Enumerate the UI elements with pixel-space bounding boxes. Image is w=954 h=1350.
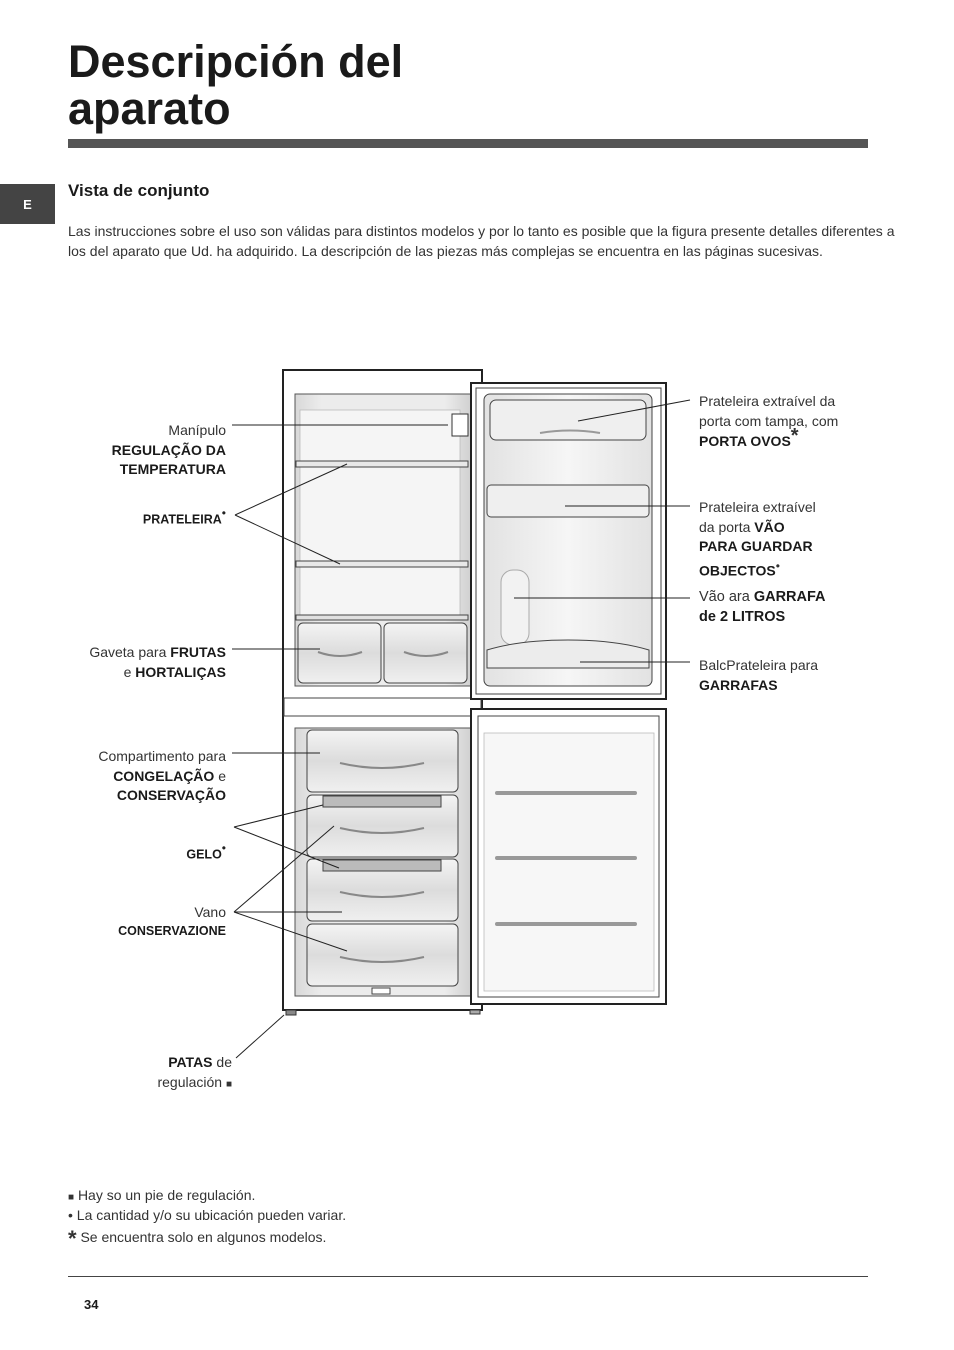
label-egg-shelf: Prateleira extraível da porta com tampa,…: [699, 392, 899, 452]
label-crisper-text1: Gaveta para: [89, 644, 171, 660]
bullet-marker: •: [68, 1207, 73, 1223]
asterisk-marker: *: [790, 425, 799, 447]
bullet-marker: •: [221, 506, 226, 520]
label-feet-text1: PATAS: [168, 1054, 213, 1070]
label-storage-text2: CONSERVAZIONE: [118, 923, 226, 938]
ice-tray-2: [322, 859, 442, 872]
label-thermostat-line1: Manípulo: [168, 422, 226, 438]
section-title: Vista de conjunto: [68, 181, 210, 200]
label-door-shelf-text5: OBJECTOS: [699, 562, 776, 579]
intro-paragraph: Las instrucciones sobre el uso son válid…: [68, 223, 895, 259]
label-freezer-text1: Compartimento para: [98, 748, 226, 764]
note-bullet-text: La cantidad y/o su ubicación pueden vari…: [76, 1207, 347, 1223]
note-bullet: • La cantidad y/o su ubicación pueden va…: [68, 1207, 346, 1223]
note-square-text: Hay so un pie de regulación.: [77, 1187, 256, 1203]
label-bottle-holder-text3: de 2 LITROS: [699, 608, 786, 625]
page-title: Descripción del aparato: [68, 38, 403, 132]
label-bottle-shelf-text1: BalcPrateleira para: [699, 657, 819, 673]
title-line-2: aparato: [68, 83, 231, 134]
note-square: ■ Hay so un pie de regulación.: [68, 1187, 255, 1203]
label-freezer-text2: CONGELAÇÃO: [113, 767, 215, 784]
title-line-1: Descripción del: [68, 36, 404, 87]
label-egg-shelf-text1: Prateleira extraível da: [699, 393, 836, 409]
label-crisper-text2: FRUTAS: [170, 644, 226, 660]
label-crisper-text4: HORTALIÇAS: [135, 663, 226, 680]
note-asterisk-text: Se encuentra solo en algunos modelos.: [80, 1229, 327, 1245]
leader-lines: [232, 399, 691, 1059]
note-asterisk: * Se encuentra solo en algunos modelos.: [68, 1222, 327, 1251]
label-thermostat-line2: REGULAÇÃO DA: [111, 441, 226, 458]
bullet-marker: •: [775, 558, 780, 573]
label-bottle-holder: Vão ara GARRAFA de 2 LITROS: [699, 588, 899, 627]
label-freezer: Compartimento para CONGELAÇÃO e CONSERVA…: [50, 747, 226, 806]
label-storage: Vano CONSERVAZIONE: [60, 903, 226, 940]
label-door-shelf-text1: Prateleira extraível: [699, 499, 816, 515]
label-crisper: Gaveta para FRUTAS e HORTALIÇAS: [50, 643, 226, 682]
label-bottle-holder-text2: GARRAFA: [753, 589, 826, 605]
label-shelves: PRATELEIRA•: [60, 506, 226, 528]
thermostat-knob: [451, 413, 469, 437]
label-ice-text: GELO: [186, 847, 222, 862]
title-divider: [68, 139, 868, 148]
label-thermostat: Manípulo REGULAÇÃO DA TEMPERATURA: [60, 421, 226, 480]
label-bottle-holder-text1: Vão ara: [699, 589, 754, 605]
label-egg-shelf-text2: porta com tampa, com: [699, 412, 839, 429]
freezer-drawers: [306, 729, 459, 987]
square-marker: ■: [225, 1078, 232, 1090]
shelf-upper: [295, 460, 469, 468]
page-number: 34: [84, 1297, 99, 1312]
label-door-shelf-text3: VÃO: [754, 518, 785, 535]
cabinet: [282, 369, 483, 1016]
label-door-shelf-text2: da porta: [699, 518, 755, 535]
footer-divider: [68, 1276, 868, 1277]
freezer-door: [470, 708, 667, 1005]
label-freezer-text3: e: [214, 767, 226, 784]
ice-tray-1: [322, 795, 442, 808]
bullet-marker: •: [221, 841, 226, 855]
label-shelves-text: PRATELEIRA: [142, 512, 222, 527]
label-ice: GELO•: [60, 841, 226, 863]
shelf-lower: [295, 560, 469, 568]
square-marker: ■: [68, 1192, 75, 1203]
label-freezer-text4: CONSERVAÇÃO: [116, 787, 226, 803]
label-feet-text3: regulación: [157, 1073, 223, 1090]
label-bottle-shelf-text2: GARRAFAS: [699, 676, 778, 693]
crisper-right: [383, 622, 468, 684]
label-door-shelf-text4: PARA GUARDAR: [699, 538, 813, 554]
label-feet-text2: de: [212, 1054, 232, 1070]
language-tab: E: [0, 184, 55, 224]
label-feet: PATAS de regulación ■: [60, 1053, 232, 1094]
label-storage-text1: Vano: [194, 904, 226, 920]
asterisk-marker: *: [68, 1226, 77, 1251]
crisper-left: [297, 622, 382, 684]
fridge-door: [470, 382, 667, 700]
label-egg-shelf-text3: PORTA OVOS: [699, 433, 791, 449]
label-thermostat-line3: TEMPERATURA: [119, 461, 226, 477]
label-crisper-text3: e: [123, 663, 136, 680]
leveling-foot: [285, 1009, 297, 1016]
label-door-shelf: Prateleira extraível da porta VÃO PARA G…: [699, 498, 899, 581]
label-bottle-shelf: BalcPrateleira para GARRAFAS: [699, 656, 899, 695]
